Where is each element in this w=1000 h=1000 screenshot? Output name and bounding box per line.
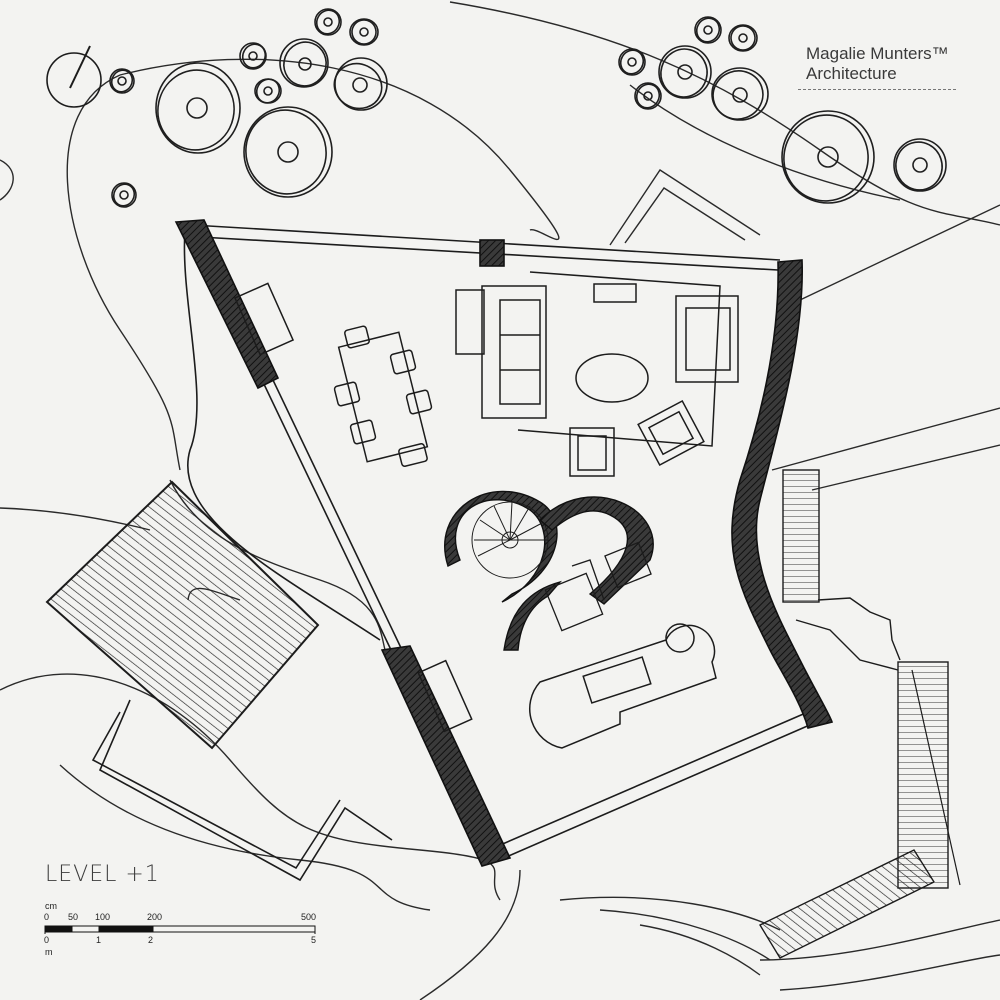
tree (711, 67, 769, 121)
tree (618, 48, 646, 76)
tree (349, 18, 379, 46)
brand-subtitle: Architecture (806, 64, 897, 83)
tree (728, 24, 758, 52)
tree (109, 68, 135, 94)
spiral-staircase (444, 490, 654, 651)
brand-name: Magalie Munters™ (806, 44, 949, 63)
scale-tick-top: 200 (147, 912, 163, 922)
scale-tick-top: 500 (301, 912, 317, 922)
sofa (481, 285, 547, 419)
dining-table (333, 325, 433, 467)
tree (279, 38, 329, 88)
scale-tick-top: 50 (68, 912, 79, 922)
scale-tick-top: 0 (44, 912, 50, 922)
furniture (233, 271, 739, 749)
scale-tick-bottom: 5 (311, 935, 317, 945)
tree (314, 8, 342, 36)
terrace-outline (91, 699, 393, 882)
lounge-chair (569, 427, 615, 477)
window-bench (233, 282, 295, 356)
armchair (675, 295, 739, 383)
scale-tick-bottom: 1 (96, 935, 102, 945)
lounge-chair (637, 399, 705, 467)
tree (333, 57, 388, 111)
tree (155, 62, 241, 154)
trees (109, 8, 947, 208)
brand-block: Magalie Munters™ Architecture (806, 44, 949, 84)
north-arrow-icon (46, 45, 102, 108)
scale-tick-bottom: 0 (44, 935, 50, 945)
tv-unit (593, 283, 637, 303)
exterior-stairs (759, 469, 961, 959)
tree (781, 110, 875, 204)
scale-tick-top: 100 (95, 912, 111, 922)
tree (634, 82, 662, 110)
kitchen-island (528, 623, 717, 749)
level-label: LEVEL +1 (45, 862, 160, 887)
window-bench (417, 659, 473, 733)
wooden-deck (45, 480, 320, 750)
scale-tick-bottom: 2 (148, 935, 154, 945)
side-table (455, 289, 485, 355)
living-rug (517, 271, 721, 447)
tree (893, 138, 947, 192)
tree (243, 106, 333, 198)
scale-unit-bottom: m (45, 947, 53, 957)
tree (658, 45, 712, 99)
brand-divider (798, 89, 956, 90)
scale-unit-top: cm (45, 901, 57, 911)
tree (111, 182, 137, 208)
walls (174, 219, 833, 867)
tree (694, 16, 722, 44)
coffee-table (575, 353, 649, 403)
tree (254, 78, 282, 104)
scale-bar (44, 925, 316, 934)
tree (239, 42, 267, 70)
